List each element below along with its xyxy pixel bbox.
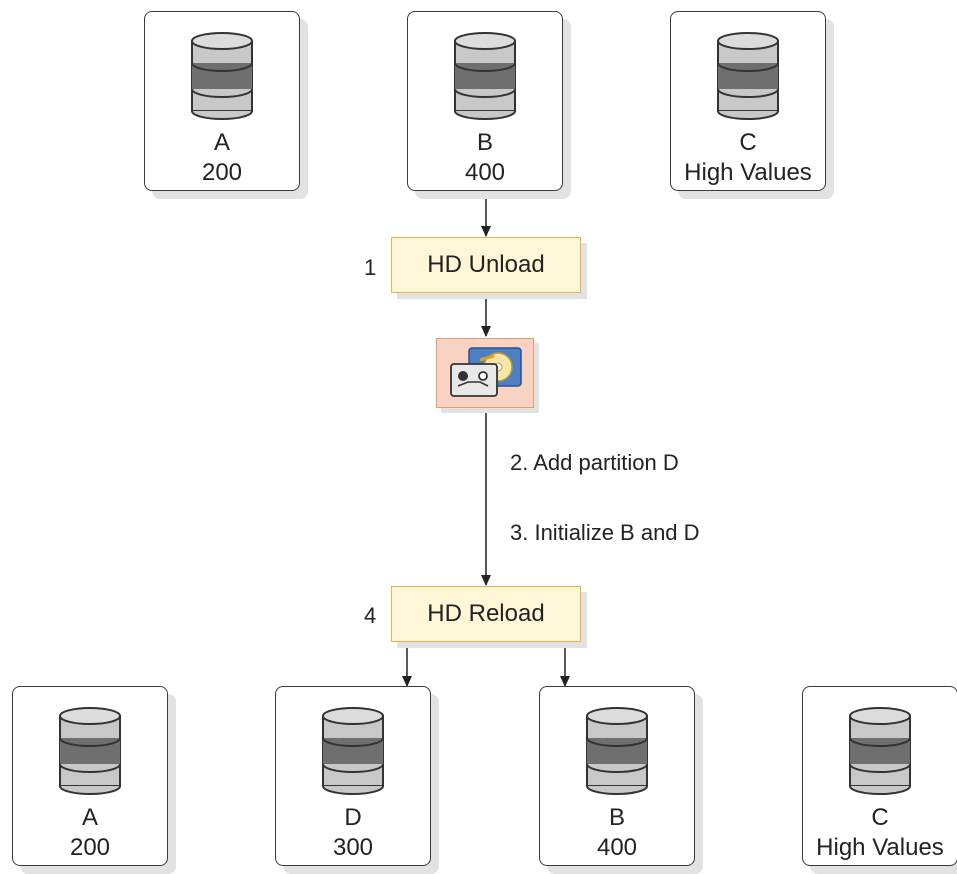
tape-disk-icon	[450, 347, 522, 397]
note-add-partition: 2. Add partition D	[510, 450, 679, 475]
database-icon	[322, 707, 384, 795]
partition-value: High Values	[684, 159, 812, 186]
partition-box-bottom-b: B 400	[539, 686, 703, 874]
partition-box-top-a: A 200	[144, 11, 308, 199]
partition-value: 200	[201, 159, 243, 186]
database-icon	[454, 32, 516, 120]
unload-media	[436, 338, 539, 413]
database-icon	[191, 32, 253, 120]
partition-value: 400	[596, 834, 638, 861]
partition-name: C	[871, 804, 889, 831]
partition-box-top-b: B 400	[407, 11, 571, 199]
partition-value: High Values	[816, 834, 944, 861]
note-initialize: 3. Initialize B and D	[510, 520, 700, 545]
partition-name: A	[81, 804, 98, 831]
hd-unload-step: HD Unload	[391, 237, 587, 299]
partition-box-bottom-c: C High Values	[802, 686, 957, 874]
partition-value: 400	[464, 159, 506, 186]
step-label: HD Reload	[427, 600, 545, 627]
database-icon	[717, 32, 779, 120]
partition-name: B	[476, 129, 493, 156]
partition-name: C	[739, 129, 757, 156]
step-number-unload: 1	[364, 255, 377, 280]
partition-box-bottom-a: A 200	[12, 686, 176, 874]
partition-name: D	[344, 804, 362, 831]
partition-name: B	[608, 804, 625, 831]
partition-name: A	[213, 129, 230, 156]
partition-box-top-c: C High Values	[670, 11, 834, 199]
database-icon	[849, 707, 911, 795]
partition-box-bottom-d: D 300	[275, 686, 439, 874]
partition-value: 200	[69, 834, 111, 861]
hd-reload-step: HD Reload	[391, 586, 587, 648]
database-icon	[586, 707, 648, 795]
step-number-reload: 4	[364, 603, 377, 628]
partition-value: 300	[332, 834, 374, 861]
database-icon	[59, 707, 121, 795]
step-label: HD Unload	[427, 251, 545, 278]
